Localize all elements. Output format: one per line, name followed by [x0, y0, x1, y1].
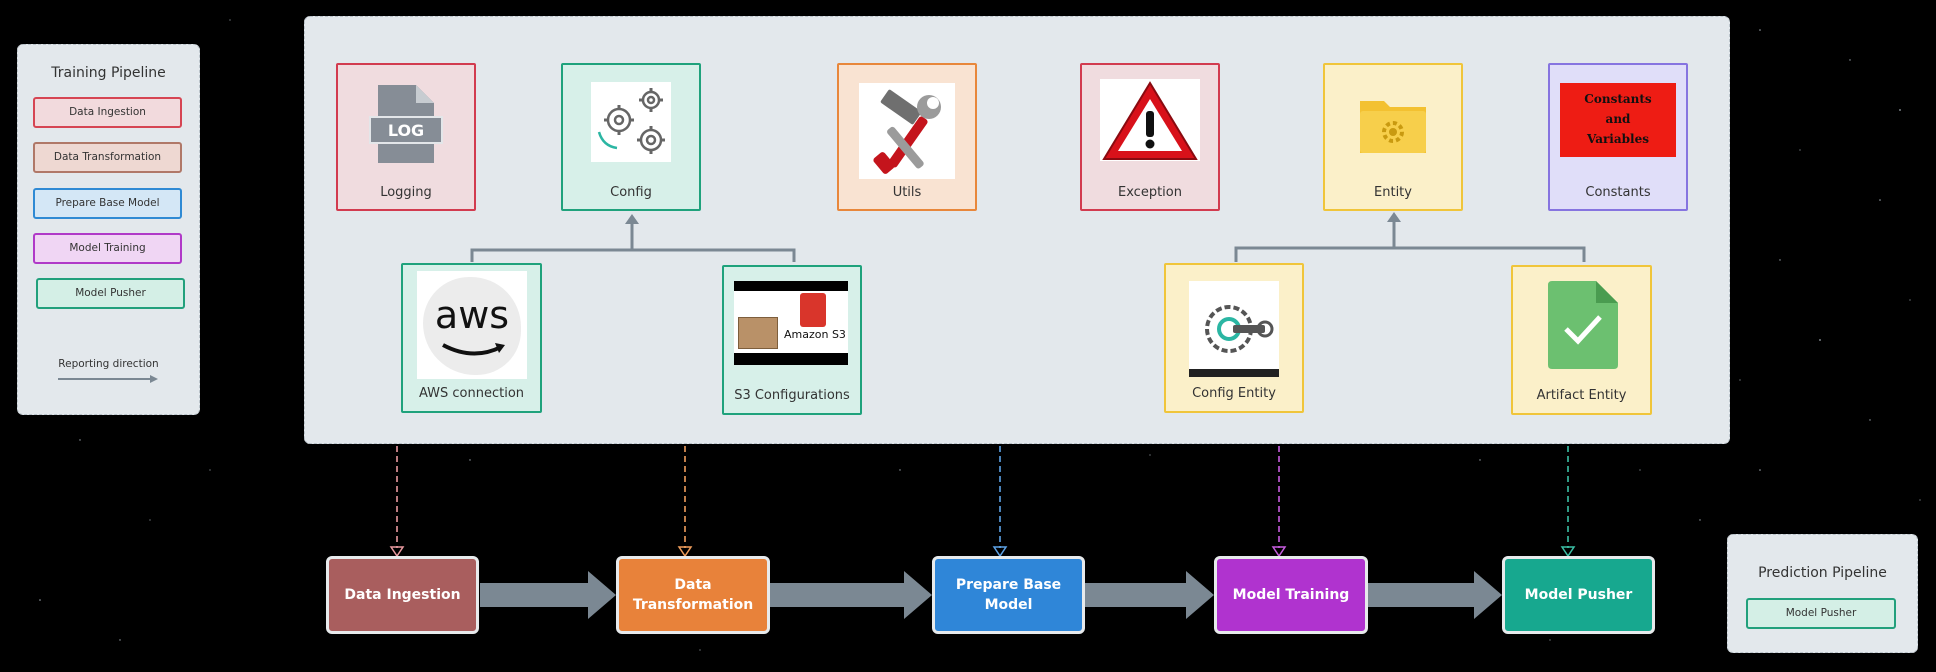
artifact-entity-card: Artifact Entity	[1511, 265, 1652, 415]
prediction-pipeline-legend: Prediction Pipeline Model Pusher	[1727, 534, 1918, 653]
stage-data-transformation: Data Transformation	[616, 556, 770, 634]
gear-folder-icon	[1360, 101, 1426, 153]
entity-card: Entity	[1323, 63, 1463, 211]
training-pipeline-legend: Training Pipeline Data Ingestion Data Tr…	[17, 44, 200, 415]
config-card: Config	[561, 63, 701, 211]
artifact-entity-label: Artifact Entity	[1536, 388, 1627, 403]
stage-model-training: Model Training	[1214, 556, 1368, 634]
config-entity-card: Config Entity	[1164, 263, 1304, 413]
aws-logo: aws	[417, 271, 527, 379]
s3-configurations-label: S3 Configurations	[734, 388, 850, 403]
hammer-wrench-icon	[859, 83, 955, 179]
badge-line-1: Constants	[1584, 92, 1652, 106]
utils-label: Utils	[892, 185, 922, 200]
reporting-direction-label: Reporting direction	[58, 358, 159, 370]
stage-data-ingestion: Data Ingestion	[326, 556, 479, 634]
legend-data-ingestion: Data Ingestion	[33, 97, 182, 128]
aws-smile-icon	[442, 343, 505, 356]
reporting-direction-arrow-icon	[58, 375, 158, 383]
logging-label: Logging	[380, 185, 432, 200]
config-label: Config	[610, 185, 652, 200]
constants-label: Constants	[1585, 185, 1651, 200]
stage-prepare-base-model: Prepare Base Model	[932, 556, 1085, 634]
log-icon-text: LOG	[388, 121, 424, 140]
prediction-legend-title: Prediction Pipeline	[1758, 565, 1887, 581]
amazon-s3-image: Amazon S3	[734, 281, 848, 365]
warning-icon	[1100, 79, 1200, 161]
legend-data-transformation: Data Transformation	[33, 142, 182, 173]
legend-model-pusher: Model Pusher	[36, 278, 185, 309]
logging-card: LOG Logging	[336, 63, 476, 211]
legend-prediction-model-pusher: Model Pusher	[1746, 598, 1896, 629]
badge-line-3: Variables	[1587, 132, 1649, 146]
constants-card: Constants and Variables Constants	[1548, 63, 1688, 211]
s3-configurations-card: Amazon S3 S3 Configurations	[722, 265, 862, 415]
legend-prepare-base-model: Prepare Base Model	[33, 188, 182, 219]
utils-card: Utils	[837, 63, 977, 211]
aws-connection-label: AWS connection	[418, 386, 525, 401]
gear-wrench-icon	[1189, 281, 1279, 377]
training-legend-title: Training Pipeline	[51, 65, 166, 81]
badge-line-2: and	[1605, 112, 1631, 126]
gears-icon	[591, 82, 671, 162]
check-document-icon	[1547, 281, 1618, 369]
constants-variables-badge: Constants and Variables	[1560, 83, 1676, 157]
exception-card: Exception	[1080, 63, 1220, 211]
log-file-icon: LOG	[369, 85, 443, 163]
aws-logo-text: aws	[434, 293, 510, 337]
entity-label: Entity	[1374, 185, 1412, 200]
exception-label: Exception	[1118, 185, 1182, 200]
stage-model-pusher: Model Pusher	[1502, 556, 1655, 634]
aws-connection-card: aws AWS connection	[401, 263, 542, 413]
amazon-s3-text: Amazon S3	[784, 328, 846, 341]
legend-model-training: Model Training	[33, 233, 182, 264]
config-entity-label: Config Entity	[1192, 386, 1276, 401]
